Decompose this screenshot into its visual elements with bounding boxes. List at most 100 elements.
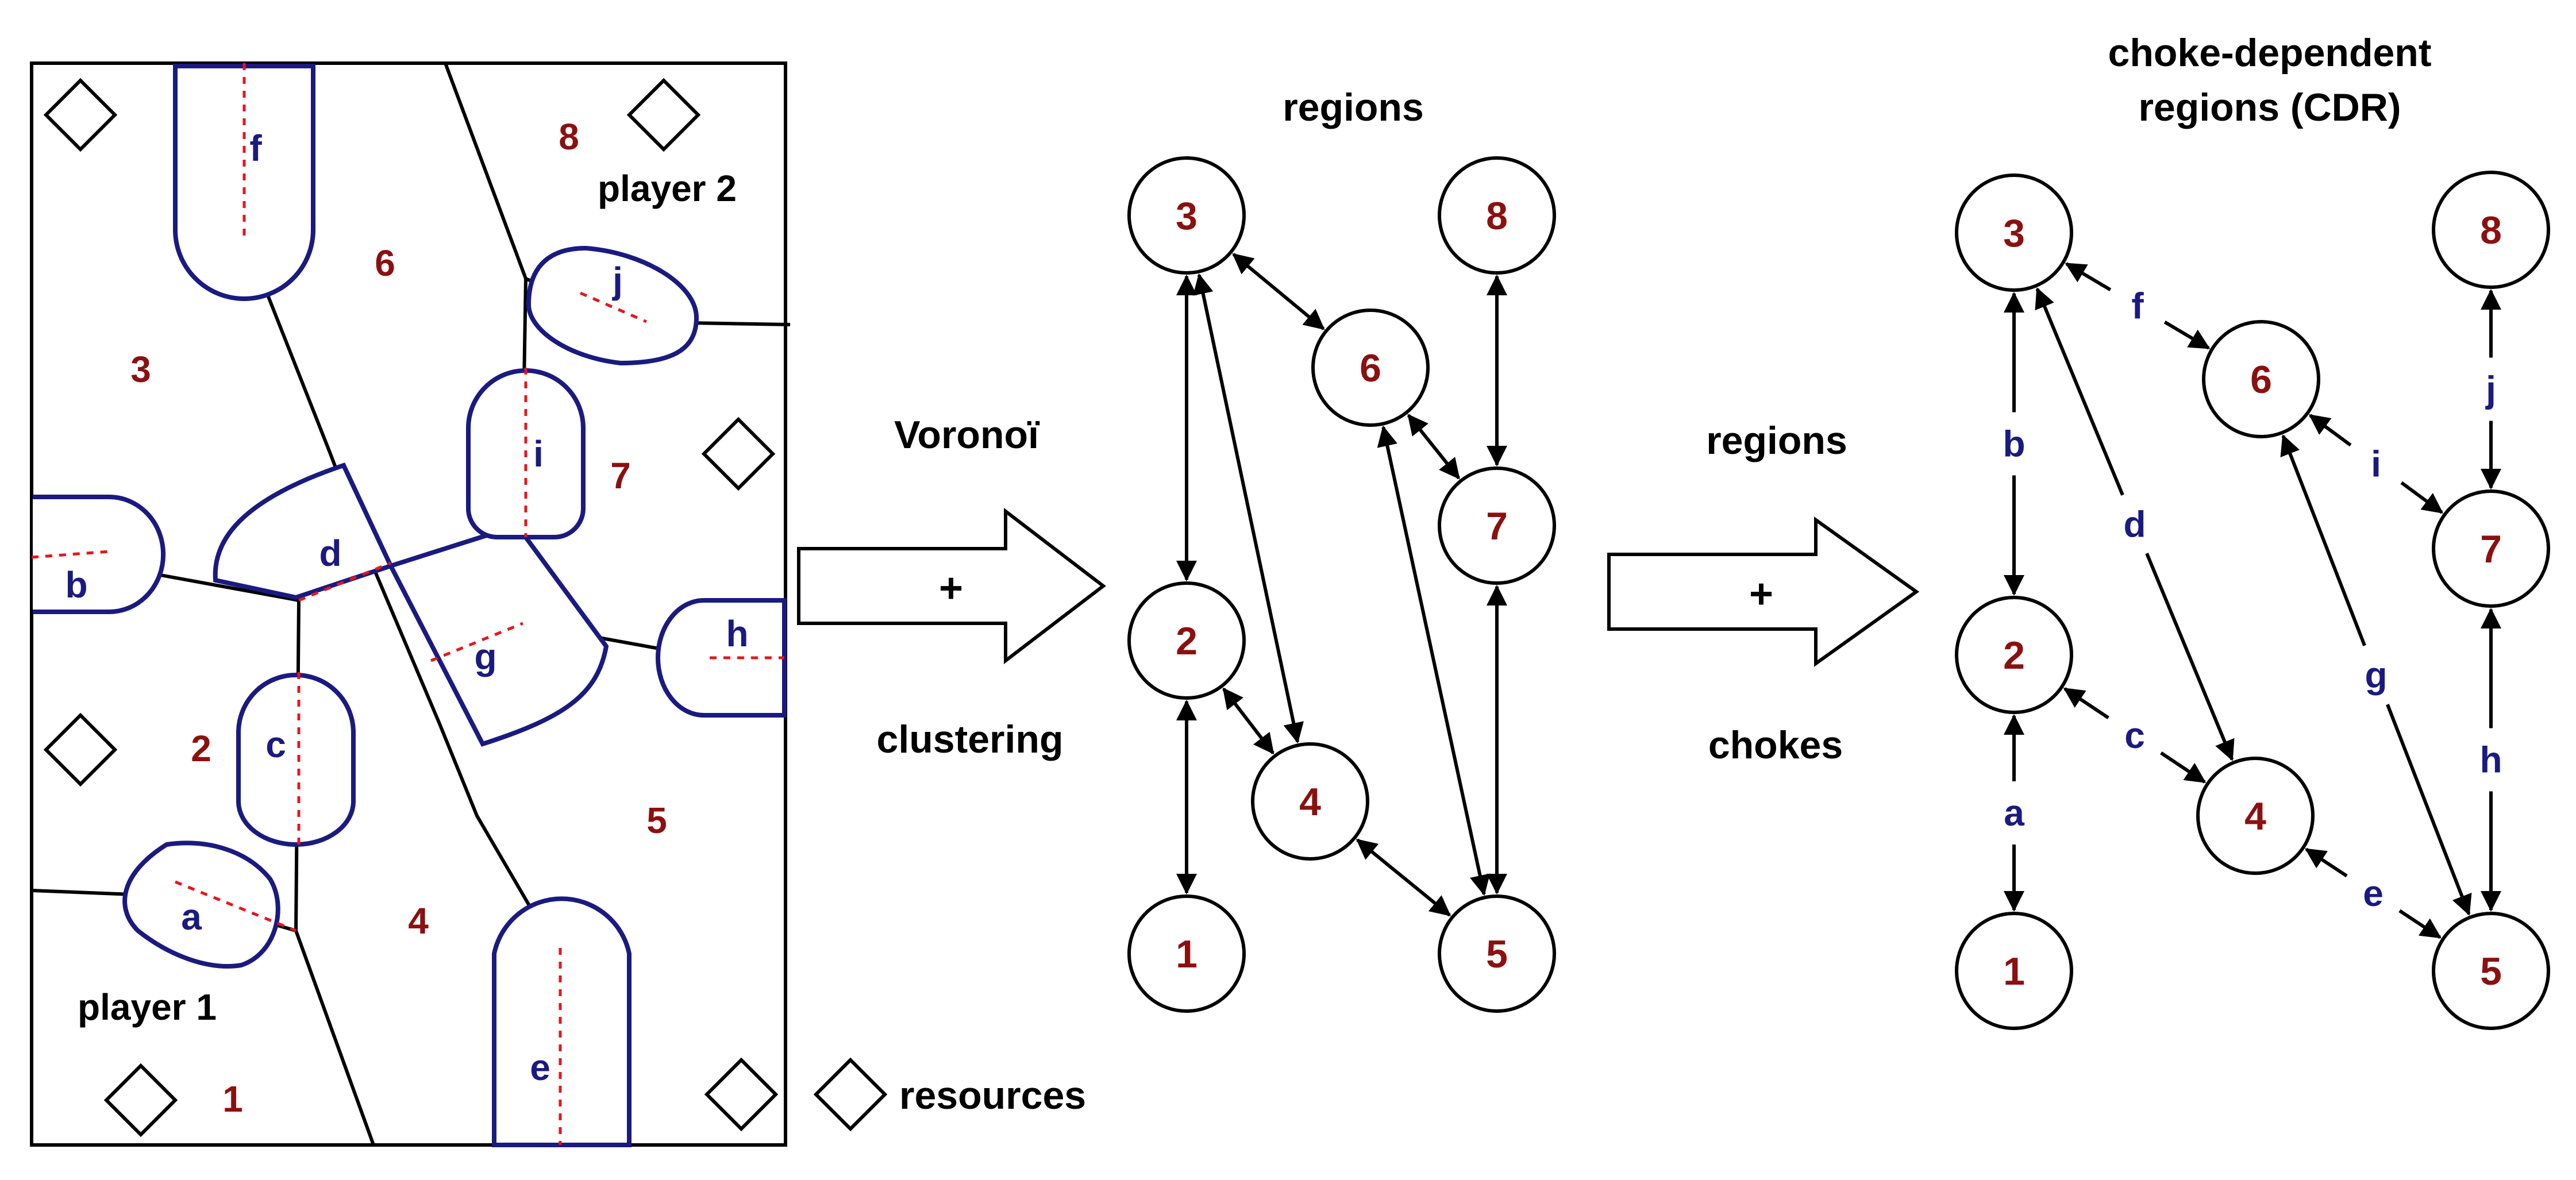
cdr-edge-4-5 (2305, 847, 2348, 878)
cdr-choke-label: d (2123, 504, 2146, 545)
step2-bottom-label: chokes (1708, 723, 1843, 767)
regions-node-3 (1127, 156, 1246, 275)
choke-obstacle-g (387, 523, 609, 747)
cdr-edge-6-5 (2386, 704, 2472, 916)
choke-obstacle-d (213, 462, 394, 600)
map-region-label: 8 (559, 116, 579, 157)
cdr-edge-6-7 (2308, 414, 2352, 447)
cdr-node-2 (1955, 596, 2073, 714)
legend-diamond-icon (813, 1057, 888, 1132)
cdr-node-label: 2 (2003, 634, 2025, 677)
map-region-label: 5 (646, 800, 667, 841)
map-choke-label: b (65, 564, 87, 606)
regions-node-1 (1127, 894, 1246, 1013)
cdr-edge-3-6 (2065, 262, 2112, 292)
cdr-node-5 (2432, 912, 2550, 1030)
regions-node-2 (1127, 581, 1246, 700)
choke-obstacle-j (526, 245, 699, 366)
cdr-edge-2-4 (2063, 687, 2109, 719)
regions-node-label: 4 (1299, 780, 1321, 824)
choke-obstacle-a (122, 840, 280, 969)
regions-edge-2-4 (1222, 687, 1274, 755)
cdr-node-7 (2432, 489, 2550, 608)
regions-edge-3-6 (1232, 253, 1325, 330)
map-choke-label: e (530, 1047, 550, 1088)
regions-graph-title: regions (1283, 86, 1424, 129)
regions-node-label: 2 (1176, 619, 1197, 663)
cdr-node-label: 8 (2480, 209, 2502, 252)
map-choke-labels: a b c d e f g h i j (65, 128, 748, 1088)
cdr-node-3 (1955, 173, 2073, 292)
map-choke-label: i (533, 433, 544, 475)
cdr-choke-label: c (2124, 715, 2145, 756)
cdr-node-8 (2432, 171, 2550, 289)
regions-node-label: 1 (1176, 932, 1197, 976)
step1-bottom-label: clustering (877, 718, 1064, 761)
regions-node-4 (1251, 742, 1369, 861)
cdr-node-label: 5 (2480, 950, 2502, 993)
regions-edge-4-5 (1356, 838, 1451, 917)
player1-label: player 1 (78, 986, 217, 1028)
regions-node-label: 8 (1486, 194, 1508, 238)
cdr-graph-title-line2: regions (CDR) (2138, 86, 2401, 129)
map-choke-label: j (612, 260, 623, 301)
resources (43, 78, 779, 1137)
cdr-edge-6-5 (2280, 434, 2366, 646)
cdr-choke-label: h (2479, 739, 2502, 781)
cdr-node-label: 3 (2003, 211, 2025, 255)
map-region-label: 1 (222, 1078, 243, 1120)
step1-arrow (797, 507, 1106, 665)
cdr-edge-3-4 (2035, 287, 2124, 496)
step2-arrow (1607, 516, 1920, 667)
regions-node-8 (1438, 156, 1556, 275)
cdr-node-label: 1 (2003, 950, 2025, 993)
map-choke-label: g (474, 636, 496, 677)
map-region-label: 3 (130, 349, 151, 390)
diamond-icon (43, 712, 118, 787)
regions-node-7 (1438, 466, 1556, 585)
cdr-edge-4-5 (2398, 909, 2442, 939)
cdr-choke-label: f (2131, 286, 2144, 327)
map-choke-label: d (319, 533, 341, 574)
regions-edge-6-7 (1407, 414, 1461, 480)
map-choke-label: h (726, 613, 748, 654)
regions-node-label: 6 (1360, 346, 1381, 390)
regions-node-6 (1311, 309, 1430, 427)
regions-graph-edges (1176, 253, 1507, 917)
regions-node-label: 7 (1486, 504, 1508, 548)
cdr-node-4 (2196, 757, 2315, 875)
step2-top-label: regions (1706, 419, 1847, 462)
cdr-node-label: 7 (2480, 527, 2502, 571)
cdr-node-6 (2202, 320, 2320, 438)
map-region-label: 4 (408, 900, 429, 942)
cdr-choke-label: j (2485, 369, 2496, 410)
map-choke-label: a (181, 896, 202, 938)
map-region-labels: 1 2 3 4 5 6 7 8 (130, 116, 667, 1120)
step2-arrow-group: regions + chokes (1607, 419, 1920, 767)
cdr-edge-3-6 (2163, 320, 2211, 350)
cdr-choke-label: i (2371, 444, 2381, 485)
legend-label: resources (899, 1074, 1086, 1117)
regions-edge-6-5 (1377, 425, 1491, 896)
regions-edge-3-4 (1193, 273, 1304, 744)
cdr-edge-6-7 (2400, 481, 2444, 514)
map-region-label: 7 (610, 455, 631, 496)
choke-obstacle-f (173, 64, 315, 301)
map-panel: 1 2 3 4 5 6 7 8 a b c d e f g h i j play… (30, 61, 791, 1147)
map-region-label: 2 (191, 728, 211, 769)
diamond-icon (626, 78, 701, 152)
cdr-edge-3-4 (2145, 553, 2235, 761)
step2-plus: + (1749, 571, 1773, 617)
cdr-graph-title-line1: choke-dependent (2108, 31, 2432, 75)
regions-node-label: 5 (1486, 932, 1508, 976)
diamond-icon (704, 1057, 779, 1132)
cdr-edge-2-4 (2160, 751, 2207, 784)
choke-lines (31, 63, 784, 1145)
cdr-choke-label: e (2363, 873, 2384, 914)
map-choke-label: c (265, 724, 286, 765)
step1-top-label: Voronoï (894, 413, 1040, 457)
